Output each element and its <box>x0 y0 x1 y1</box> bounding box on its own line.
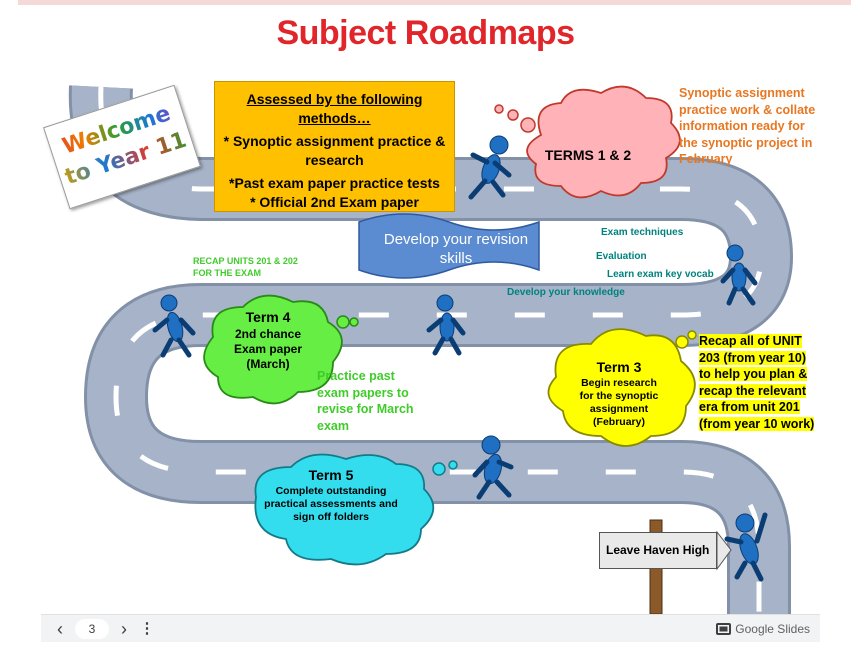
assessed-line-1: * Synoptic assignment practice & researc… <box>223 133 446 168</box>
prev-slide-button[interactable]: ‹ <box>57 619 63 639</box>
assessed-line-3: * Official 2nd Exam paper <box>250 194 419 210</box>
term3-label: Term 3 Begin research for the synoptic a… <box>579 359 659 428</box>
slide-canvas: Welcome to Year 11 Assessed by the follo… <box>41 77 820 614</box>
term5-cloud <box>254 453 458 566</box>
terms12-cloud <box>494 85 681 199</box>
assessed-heading: Assessed by the following methods… <box>246 91 423 126</box>
term4-cloud <box>203 294 359 405</box>
term3-cloud <box>547 328 697 447</box>
banner-text: Develop your revision skills <box>383 231 529 267</box>
practice-note: Practice past exam papers to revise for … <box>317 369 414 433</box>
revision-banner <box>358 213 540 279</box>
google-slides-link[interactable]: Google Slides <box>716 620 810 638</box>
slide-number[interactable]: 3 <box>75 619 109 639</box>
recap-units-note: RECAP UNITS 201 & 202 FOR THE EXAM <box>193 256 298 278</box>
next-slide-button[interactable]: › <box>121 619 127 639</box>
recap-note: Recap all of UNIT 203 (from year 10) to … <box>699 334 815 431</box>
more-options-icon[interactable]: ⋮ <box>139 620 155 637</box>
skill-evaluation: Evaluation <box>596 251 647 262</box>
assessed-line-2: *Past exam paper practice tests <box>229 175 440 191</box>
page-title: Subject Roadmaps <box>276 14 575 52</box>
top-strip <box>18 0 851 5</box>
slides-toolbar: ‹ 3 › ⋮ Google Slides <box>41 614 820 642</box>
leave-haven-sign: Leave Haven High <box>599 532 717 569</box>
runner-figures <box>152 135 768 582</box>
road-graphic <box>68 85 794 614</box>
terms12-label: TERMS 1 & 2 <box>544 147 632 163</box>
synoptic-note: Synoptic assignment practice work & coll… <box>679 86 816 166</box>
google-slides-icon <box>716 623 732 635</box>
skill-learn-vocab: Learn exam key vocab <box>607 269 714 280</box>
assessed-box: Assessed by the following methods… * Syn… <box>214 81 455 212</box>
skill-develop-knowledge: Develop your knowledge <box>507 287 625 298</box>
skill-exam-techniques: Exam techniques <box>601 227 684 238</box>
term4-label: Term 4 2nd chance Exam paper (March) <box>233 309 303 371</box>
term5-label: Term 5 Complete outstanding practical as… <box>264 467 398 523</box>
